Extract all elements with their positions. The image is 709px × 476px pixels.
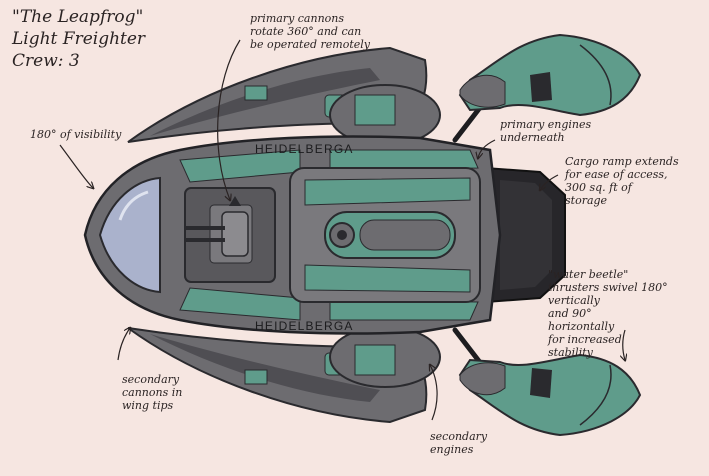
secondary-engine-pods — [329, 84, 441, 388]
upper-thruster — [458, 33, 642, 117]
ship-title-block: "The Leapfrog" Light Freighter Crew: 3 — [12, 6, 145, 72]
note-visibility: 180° of visibility — [30, 128, 122, 141]
note-cargo-ramp: Cargo ramp extends for ease of access, 3… — [565, 155, 679, 207]
lower-thruster — [458, 353, 642, 437]
ship-crew: Crew: 3 — [12, 51, 80, 71]
note-secondary-engines: secondary engines — [430, 430, 488, 456]
note-primary-engines: primary engines underneath — [500, 118, 592, 144]
note-thrusters: "water beetle" thrusters swivel 180° ver… — [548, 268, 668, 359]
hull-marking-top: HEIDELBERGA — [255, 142, 354, 156]
annotation-leaders — [59, 39, 625, 421]
primary-cannon-turret — [185, 196, 249, 257]
note-secondary-cannons: secondary cannons in wing tips — [122, 373, 183, 412]
ship-name: "The Leapfrog" — [12, 7, 144, 27]
hull-marking-bottom: HEIDELBERGA — [255, 319, 354, 333]
cockpit-canopy — [98, 176, 161, 294]
note-primary-cannons: primary cannons rotate 360° and can be o… — [250, 12, 370, 51]
ship-class: Light Freighter — [12, 29, 146, 49]
